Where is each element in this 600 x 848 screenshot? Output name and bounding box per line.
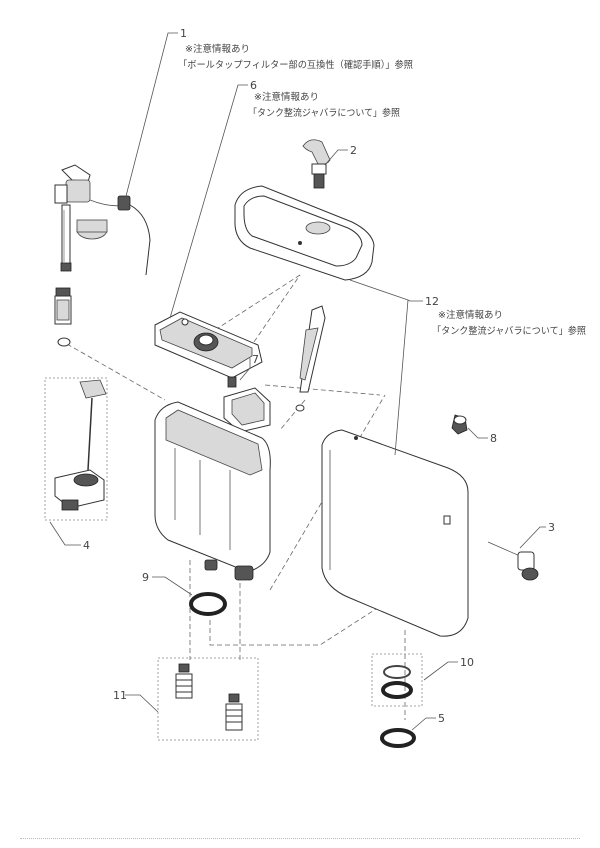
note-12-caution: ※注意情報あり <box>438 309 503 321</box>
footer-divider <box>20 838 580 839</box>
callout-8: 8 <box>490 432 497 445</box>
note-1-reference[interactable]: 「ボールタップフィルター部の互換性（確認手順）」参照 <box>178 59 413 71</box>
part-9-gasket[interactable] <box>189 592 227 616</box>
part-12-tank[interactable] <box>321 429 469 637</box>
part-7-bracket[interactable] <box>223 376 271 433</box>
note-6-reference[interactable]: 「タンク整流ジャバラについて」参照 <box>248 107 400 119</box>
part-4-flush-valve[interactable] <box>44 377 108 521</box>
part-8-valve[interactable] <box>451 414 468 435</box>
part-3-lever-handle[interactable] <box>487 541 539 581</box>
callout-9: 9 <box>142 571 149 584</box>
part-11-tank-bolts[interactable] <box>157 657 259 741</box>
part-5-seal-ring[interactable] <box>380 728 416 748</box>
callout-11: 11 <box>113 689 127 702</box>
part-10-seal-set[interactable] <box>371 653 423 707</box>
callout-6: 6 <box>250 79 257 92</box>
callout-10: 10 <box>460 656 474 669</box>
callout-7: 7 <box>252 353 259 366</box>
part-6-tank-inner-cover[interactable] <box>154 311 263 379</box>
callout-4: 4 <box>83 539 90 552</box>
note-6-caution: ※注意情報あり <box>254 91 319 103</box>
callout-12: 12 <box>425 295 439 308</box>
callout-leaders <box>49 32 546 731</box>
inner-tank-body[interactable] <box>154 401 271 581</box>
part-1-ball-tap[interactable] <box>54 164 151 276</box>
callout-1: 1 <box>180 27 187 40</box>
ball-tap-filter[interactable] <box>54 287 72 347</box>
tank-lid[interactable] <box>234 185 375 281</box>
callout-3: 3 <box>548 521 555 534</box>
overflow-pipe[interactable] <box>295 305 326 412</box>
callout-5: 5 <box>438 712 445 725</box>
part-2-faucet-spout[interactable] <box>302 139 331 189</box>
note-12-reference[interactable]: 「タンク整流ジャバラについて」参照 <box>432 325 586 337</box>
callout-2: 2 <box>350 144 357 157</box>
note-1-caution: ※注意情報あり <box>185 43 250 55</box>
